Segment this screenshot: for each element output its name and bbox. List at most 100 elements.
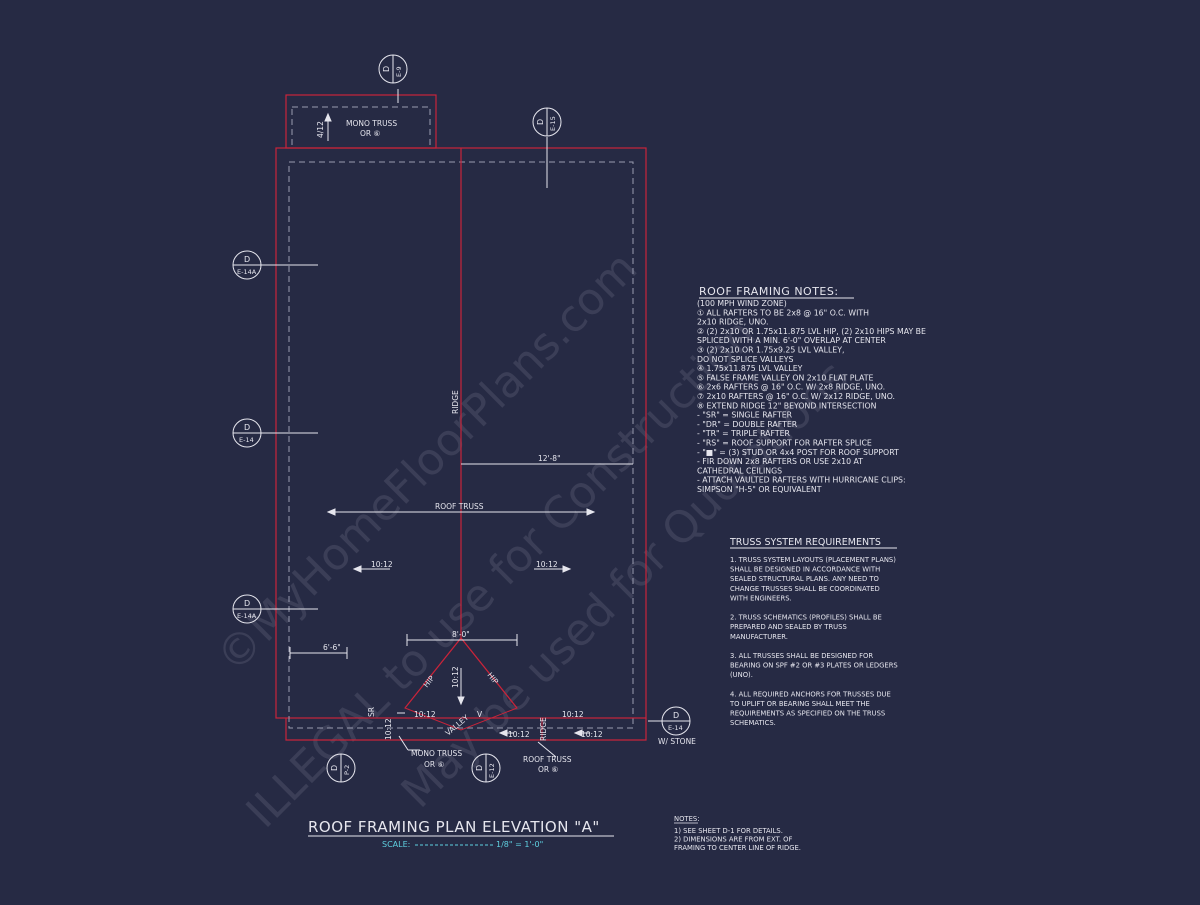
callout-letter: D [330, 765, 339, 771]
label-sr: SR [367, 707, 376, 717]
callout-sheet: E-15 [549, 116, 557, 131]
callout-letter: D [244, 423, 250, 432]
footer-note-line-1: 2) DIMENSIONS ARE FROM EXT. OF [674, 836, 793, 844]
callout-left-upper[interactable]: D E-14A [232, 250, 262, 280]
truss-line-7: PREPARED AND SEALED BY TRUSS [730, 623, 847, 631]
truss-line-8: MANUFACTURER. [730, 633, 788, 641]
truss-line-15: TO UPLIFT OR BEARING SHALL MEET THE [729, 700, 870, 708]
roof-note-line-6: DO NOT SPLICE VALLEYS [697, 355, 794, 364]
footer-notes-lines: 1) SEE SHEET D-1 FOR DETAILS.2) DIMENSIO… [674, 827, 801, 852]
truss-line-17: SCHEMATICS. [730, 719, 776, 727]
roof-note-line-8: ⑤ FALSE FRAME VALLEY ON 2x10 FLAT PLATE [697, 373, 873, 382]
roof-note-line-9: ⑥ 2x6 RAFTERS @ 16" O.C. W/ 2x8 RIDGE, U… [697, 383, 885, 392]
label-pitch-right: 10:12 [536, 560, 558, 569]
callout-letter: D [475, 765, 484, 771]
truss-line-1: SHALL BE DESIGNED IN ACCORDANCE WITH [730, 566, 880, 574]
callout-sheet: E-14A [237, 612, 257, 620]
truss-line-11: BEARING ON SPF #2 OR #3 PLATES OR LEDGER… [730, 662, 898, 670]
label-dim-12-8: 12'-8" [538, 454, 561, 463]
truss-line-3: CHANGE TRUSSES SHALL BE COORDINATED [730, 585, 880, 593]
callout-left-lower[interactable]: D E-14A [232, 594, 262, 624]
roof-notes-title: ROOF FRAMING NOTES: [699, 285, 839, 298]
label-pitch-b5: 10:12 [581, 730, 603, 739]
roof-note-line-19: - ATTACH VAULTED RAFTERS WITH HURRICANE … [697, 476, 906, 485]
callouts: D E-9 D E-15 D E-14A D E-14 D E-14A [232, 54, 691, 783]
label-mono-truss-top-ref: OR ⑥ [360, 129, 380, 138]
truss-title: TRUSS SYSTEM REQUIREMENTS [729, 537, 881, 548]
roof-note-line-4: SPLICED WITH A MIN. 6'-0" OVERLAP AT CEN… [697, 336, 886, 345]
roof-note-line-3: ② (2) 2x10 OR 1.75x11.875 LVL HIP, (2) 2… [697, 327, 926, 336]
label-mono-truss-bottom: MONO TRUSS [411, 749, 462, 758]
label-pitch-b3: 10:12 [384, 718, 393, 740]
footer-note-line-0: 1) SEE SHEET D-1 FOR DETAILS. [674, 827, 783, 835]
label-pitch-b4: 10:12 [508, 730, 530, 739]
roof-note-line-1: ① ALL RAFTERS TO BE 2x8 @ 16" O.C. WITH [697, 308, 869, 317]
annotation-lines [261, 89, 663, 758]
label-pitch-center: 10:12 [451, 666, 460, 688]
title-block: ROOF FRAMING PLAN ELEVATION "A" SCALE: 1… [308, 818, 614, 849]
label-dim-6-6: 6'-6" [323, 643, 341, 652]
truss-line-16: REQUIREMENTS AS SPECIFIED ON THE TRUSS [730, 710, 885, 718]
label-w-stone: W/ STONE [658, 737, 696, 746]
callout-sheet: P-2 [343, 765, 351, 775]
roof-notes-lines: (100 MPH WIND ZONE)① ALL RAFTERS TO BE 2… [697, 299, 926, 494]
truss-line-14: 4. ALL REQUIRED ANCHORS FOR TRUSSES DUE [730, 690, 891, 698]
roof-note-line-17: - FIR DOWN 2x8 RAFTERS OR USE 2x10 AT [697, 457, 863, 466]
label-ridge-small: RIDGE [539, 717, 548, 741]
roof-note-line-12: - "SR" = SINGLE RAFTER [697, 411, 793, 420]
label-pitch-b2: 10:12 [562, 710, 584, 719]
callout-bottom-left[interactable]: D P-2 [326, 753, 356, 783]
truss-line-4: WITH ENGINEERS. [730, 594, 792, 602]
callout-letter: D [382, 66, 391, 72]
callout-top-left[interactable]: D E-9 [378, 54, 408, 84]
callout-top-right[interactable]: D E-15 [532, 107, 562, 137]
callout-letter: D [536, 119, 545, 125]
callout-left-mid[interactable]: D E-14 [232, 418, 262, 448]
callout-letter: D [673, 711, 679, 720]
truss-requirements: TRUSS SYSTEM REQUIREMENTS 1. TRUSS SYSTE… [729, 537, 898, 727]
label-ridge: RIDGE [451, 390, 460, 414]
scale-label: SCALE: [382, 840, 410, 849]
truss-line-0: 1. TRUSS SYSTEM LAYOUTS (PLACEMENT PLANS… [730, 556, 896, 564]
label-pitch-b1: 10:12 [414, 710, 436, 719]
callout-sheet: E-12 [488, 763, 496, 778]
roof-note-line-2: 2x10 RIDGE, UNO. [697, 318, 768, 327]
roof-note-line-11: ⑧ EXTEND RIDGE 12" BEYOND INTERSECTION [697, 401, 877, 410]
truss-line-6: 2. TRUSS SCHEMATICS (PROFILES) SHALL BE [730, 614, 882, 622]
truss-lines: 1. TRUSS SYSTEM LAYOUTS (PLACEMENT PLANS… [729, 556, 898, 727]
label-roof-truss-bottom: ROOF TRUSS [523, 755, 572, 764]
roof-note-line-7: ④ 1.75x11.875 LVL VALLEY [697, 364, 803, 373]
footer-notes: NOTES: 1) SEE SHEET D-1 FOR DETAILS.2) D… [674, 815, 801, 852]
label-dim-8-0: 8'-0" [452, 630, 470, 639]
label-roof-truss: ROOF TRUSS [435, 502, 484, 511]
label-mono-truss-top: MONO TRUSS [346, 119, 397, 128]
roof-note-line-10: ⑦ 2x10 RAFTERS @ 16" O.C. W/ 2x12 RIDGE,… [697, 392, 895, 401]
truss-line-2: SEALED STRUCTURAL PLANS. ANY NEED TO [730, 575, 879, 583]
roof-note-line-16: - "■" = (3) STUD OR 4x4 POST FOR ROOF SU… [697, 448, 899, 457]
valley-diamond [404, 637, 518, 731]
label-mono-truss-bottom-ref: OR ⑥ [424, 760, 444, 769]
truss-line-12: (UNO). [730, 671, 753, 679]
roof-note-line-18: CATHEDRAL CEILINGS [697, 466, 782, 475]
plan-outline [275, 94, 647, 741]
footer-notes-title: NOTES: [674, 815, 700, 823]
truss-line-10: 3. ALL TRUSSES SHALL BE DESIGNED FOR [730, 652, 873, 660]
footer-note-line-2: FRAMING TO CENTER LINE OF RIDGE. [674, 844, 801, 852]
callout-sheet: E-14A [237, 268, 257, 276]
roof-framing-notes: ROOF FRAMING NOTES: (100 MPH WIND ZONE)①… [697, 285, 926, 494]
roof-note-line-14: - "TR" = TRIPLE RAFTER [697, 429, 791, 438]
callout-sheet: E-9 [395, 66, 403, 77]
plan-title: ROOF FRAMING PLAN ELEVATION "A" [308, 818, 600, 836]
callout-letter: D [244, 599, 250, 608]
callout-right-bottom[interactable]: D E-14 [661, 706, 691, 736]
roof-note-line-20: SIMPSON "H-5" OR EQUIVALENT [697, 485, 822, 494]
callout-sheet: E-14 [239, 436, 254, 444]
roof-note-line-13: - "DR" = DOUBLE RAFTER [697, 420, 798, 429]
label-dim-top-small: 4/12 [316, 121, 325, 138]
roof-note-line-5: ③ (2) 2x10 OR 1.75x9.25 LVL VALLEY, [697, 346, 844, 355]
callout-bottom-mid[interactable]: D E-12 [471, 753, 501, 783]
roof-note-line-15: - "RS" = ROOF SUPPORT FOR RAFTER SPLICE [697, 439, 872, 448]
label-pitch-left: 10:12 [371, 560, 393, 569]
